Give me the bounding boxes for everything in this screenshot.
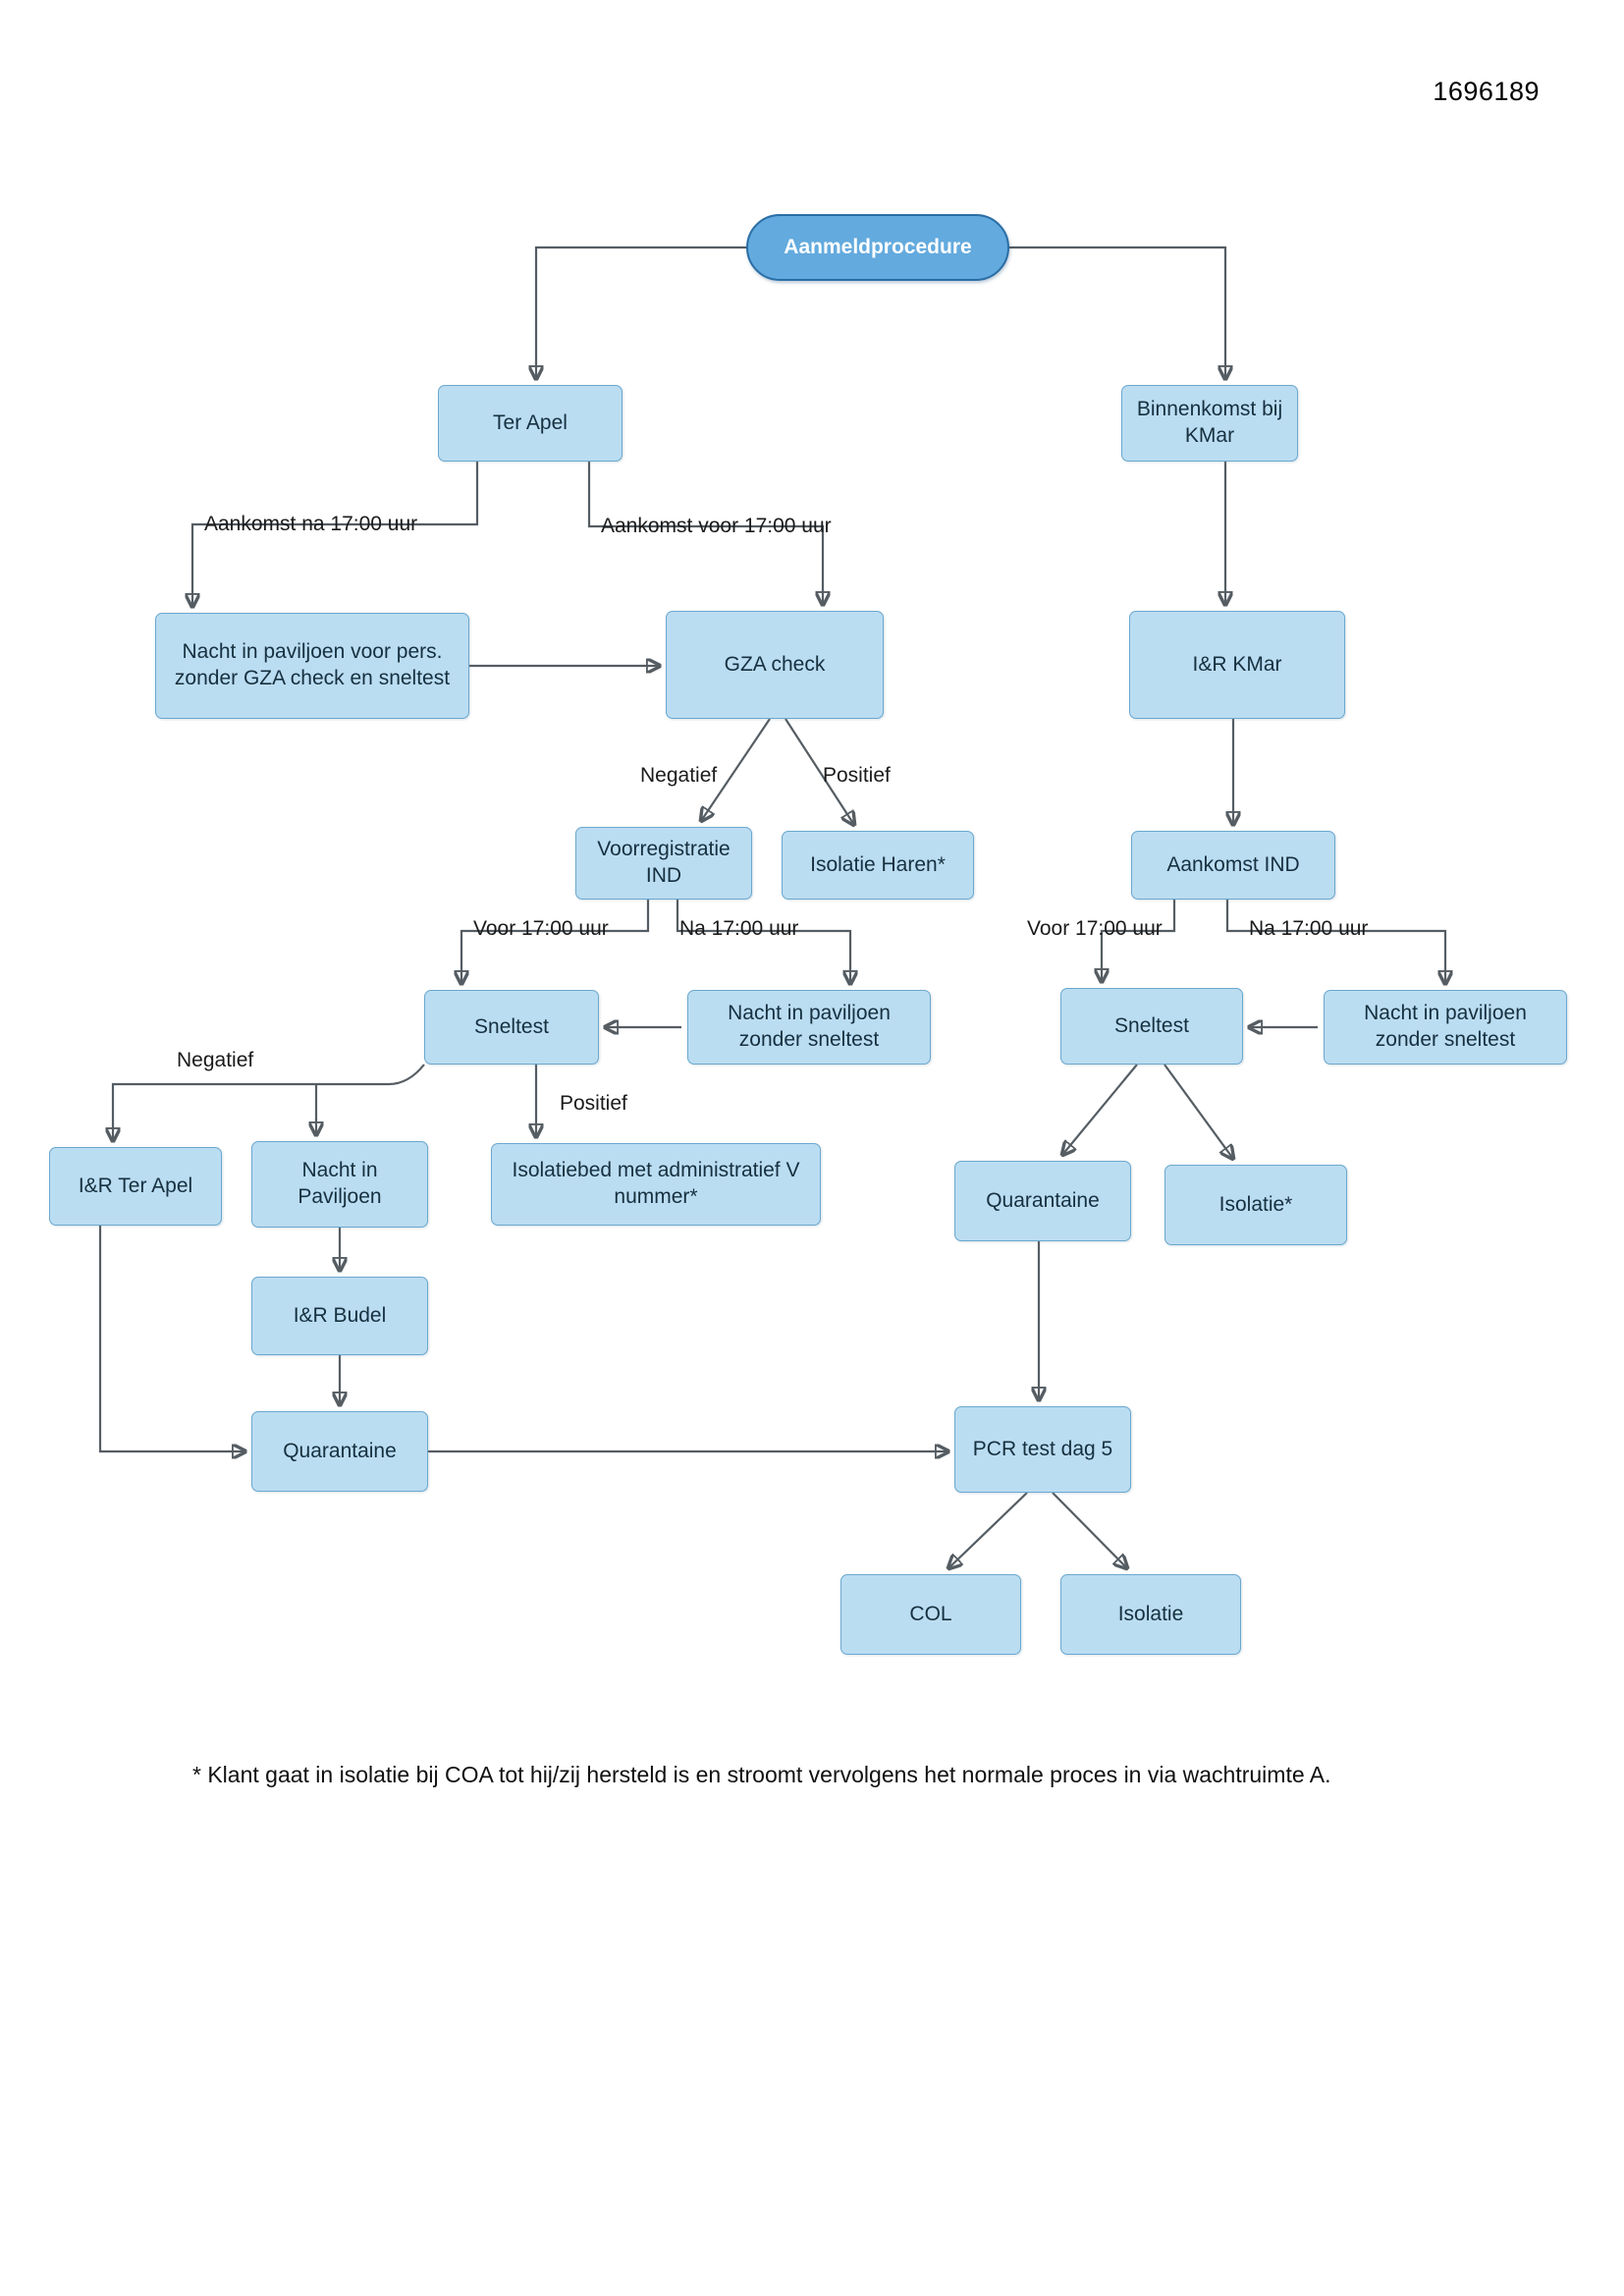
document-number: 1696189: [1433, 77, 1540, 106]
node-sneltest-kmar[interactable]: Sneltest: [1060, 988, 1243, 1065]
edge-label-aankomst-na-1700-uur: Aankomst na 17:00 uur: [204, 513, 418, 535]
node-pcr-test-dag-5[interactable]: PCR test dag 5: [954, 1406, 1131, 1493]
flowchart-canvas: Aanmeldprocedure Ter Apel Binnenkomst bi…: [49, 214, 1567, 1655]
node-isolatie[interactable]: Isolatie: [1060, 1574, 1241, 1655]
node-sneltest-ter-apel[interactable]: Sneltest: [424, 990, 599, 1065]
edge-voorregistratie-to-nacht-zonder-sneltest: [676, 900, 850, 984]
edge-ir-ter-apel-to-quarantaine-left: [98, 1226, 245, 1451]
edge-label-na-1700-uur-right: Na 17:00 uur: [1249, 917, 1369, 940]
node-aankomst-ind[interactable]: Aankomst IND: [1131, 831, 1335, 900]
node-ir-ter-apel[interactable]: I&R Ter Apel: [49, 1147, 222, 1226]
node-nacht-in-paviljoen-zonder-gza-check[interactable]: Nacht in paviljoen voor pers. zonder GZA…: [155, 613, 469, 719]
node-gza-check[interactable]: GZA check: [666, 611, 884, 719]
edge-sneltest-right-to-quarantaine: [1062, 1064, 1138, 1155]
edge-label-na-1700-uur-left: Na 17:00 uur: [679, 917, 799, 940]
edge-pcr-test-to-isolatie: [1052, 1492, 1127, 1568]
edge-label-voor-1700-uur-right: Voor 17:00 uur: [1027, 917, 1163, 940]
node-isolatie-ster[interactable]: Isolatie*: [1164, 1165, 1347, 1245]
footnote-text: * Klant gaat in isolatie bij COA tot hij…: [192, 1762, 1331, 1787]
node-quarantaine-kmar[interactable]: Quarantaine: [954, 1161, 1131, 1241]
node-ter-apel[interactable]: Ter Apel: [438, 385, 623, 462]
edge-label-aankomst-voor-1700-uur: Aankomst voor 17:00 uur: [601, 515, 832, 537]
node-col[interactable]: COL: [840, 1574, 1021, 1655]
node-start-aanmeldprocedure[interactable]: Aanmeldprocedure: [746, 214, 1009, 281]
edge-label-positief-gza: Positief: [823, 764, 891, 787]
edge-label-positief-sneltest: Positief: [560, 1092, 627, 1115]
node-nacht-in-paviljoen-zonder-sneltest-left[interactable]: Nacht in paviljoen zonder sneltest: [687, 990, 931, 1065]
node-nacht-in-paviljoen[interactable]: Nacht in Paviljoen: [251, 1141, 428, 1228]
edge-aankomst-ind-to-nacht-zonder-sneltest-right: [1225, 900, 1445, 984]
edge-aankomst-ind-to-sneltest-right: [1102, 900, 1176, 982]
node-binnenkomst-bij-kmar[interactable]: Binnenkomst bij KMar: [1121, 385, 1298, 462]
edge-sneltest-right-to-isolatie-ster: [1164, 1064, 1233, 1159]
edge-label-negatief-gza: Negatief: [640, 764, 718, 787]
edge-voorregistratie-to-sneltest: [461, 900, 650, 984]
node-isolatiebed-administratief-v-nummer[interactable]: Isolatiebed met administratief V nummer*: [491, 1143, 821, 1226]
node-voorregistratie-ind[interactable]: Voorregistratie IND: [575, 827, 752, 900]
edge-start-to-binnenkomst-kmar: [1009, 246, 1225, 379]
edge-label-negatief-sneltest: Negatief: [177, 1049, 254, 1071]
edge-pcr-test-to-col: [948, 1492, 1028, 1568]
node-ir-kmar[interactable]: I&R KMar: [1129, 611, 1345, 719]
edge-sneltest-left-negatief-trunk: [113, 1064, 425, 1141]
node-quarantaine-ter-apel[interactable]: Quarantaine: [251, 1411, 428, 1492]
edge-start-to-ter-apel: [536, 246, 746, 379]
node-isolatie-haren[interactable]: Isolatie Haren*: [782, 831, 974, 900]
edge-label-voor-1700-uur-left: Voor 17:00 uur: [473, 917, 609, 940]
node-nacht-in-paviljoen-zonder-sneltest-right[interactable]: Nacht in paviljoen zonder sneltest: [1324, 990, 1567, 1065]
node-ir-budel[interactable]: I&R Budel: [251, 1277, 428, 1355]
